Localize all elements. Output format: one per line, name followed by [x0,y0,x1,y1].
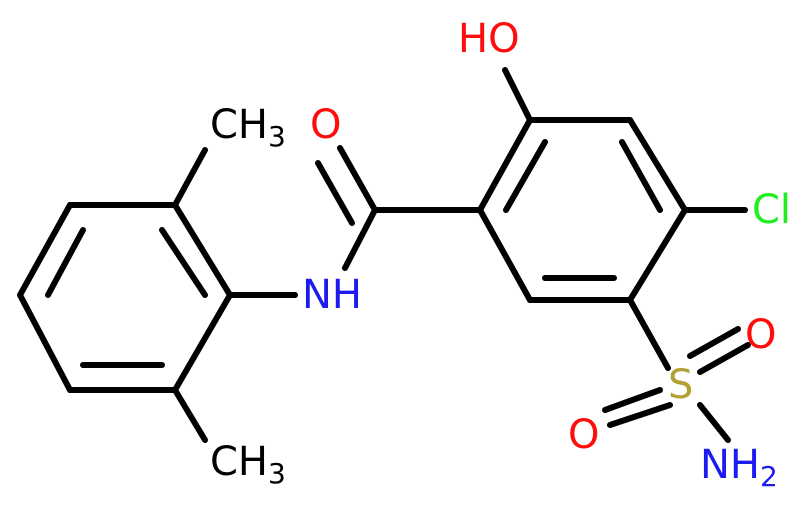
oh-bond [502,67,533,123]
nh-carbonyl-bond [342,207,378,271]
double-bond-inner [159,227,208,298]
sulfur-label: S [668,362,693,408]
double-bond-inner [503,139,548,213]
sulfonyl-bond [627,297,671,371]
bond [17,292,73,393]
ch3-bottom-label: CH3 [210,439,286,490]
carbonyl-double-bond-2 [315,160,355,226]
chlorine-label: Cl [752,187,791,233]
carbonyl-double-bond-1 [337,145,378,213]
s-o-double-bond-2a [607,402,673,428]
ch3-top-label: CH3 [210,102,286,153]
hydroxyl-label: HO [458,16,520,62]
double-bond-inner [619,139,663,213]
benzamide-ring [477,117,688,303]
bond [172,202,233,298]
bond [172,292,233,393]
s-nh2-bond [697,402,731,443]
bond [627,117,688,213]
carbonyl-oxygen-label: O [310,102,341,148]
bond [17,202,73,298]
amino-label: NH2 [700,442,778,493]
s-o-double-bond-1b [687,326,741,359]
sulfonyl-oxygen-right-label: O [745,312,776,358]
bond [627,207,688,303]
methyl-bond-top [172,147,208,208]
dimethylphenyl-ring [17,202,233,393]
bond [477,207,533,303]
double-bond-inner [45,227,86,298]
nh-label: NH [302,272,362,318]
s-o-double-bond-1a [697,342,751,375]
bond [477,117,533,213]
s-o-double-bond-2b [602,387,663,413]
methyl-bond-bottom [172,387,208,443]
sulfonyl-oxygen-left-label: O [568,412,599,458]
